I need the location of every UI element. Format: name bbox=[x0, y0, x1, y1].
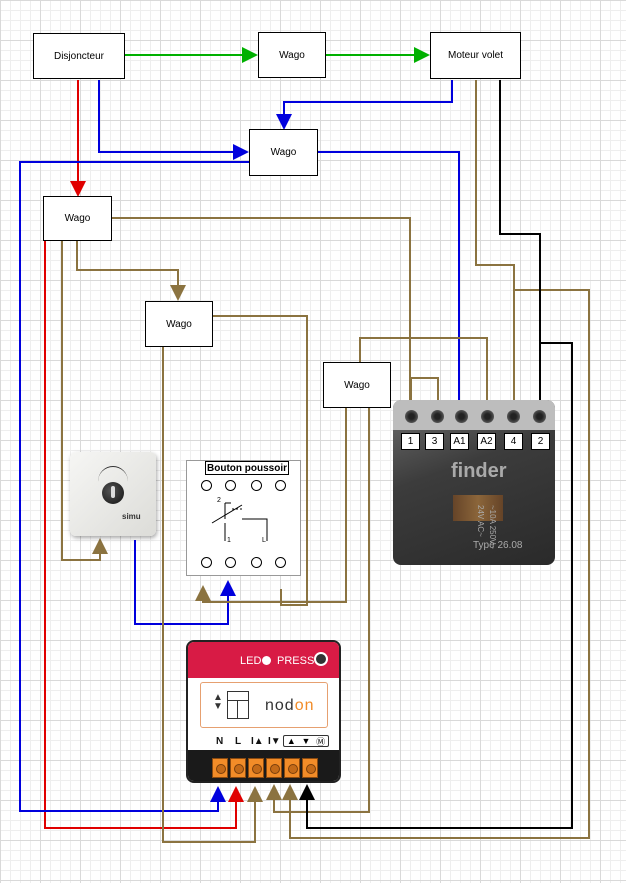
relay-spec-2: 24V AC~ bbox=[476, 505, 485, 537]
up-down-icon: ▲▼ bbox=[213, 692, 223, 712]
finder-relay: finder ~10A 250V~ 24V AC~ Type 26.08 bbox=[393, 400, 555, 565]
shutter-icon bbox=[227, 691, 249, 719]
relay-terminal-1: 1 bbox=[401, 433, 420, 450]
relay-terminal-a2: A2 bbox=[477, 433, 496, 450]
simu-brand: simu bbox=[122, 512, 141, 521]
simu-key-switch: simu bbox=[70, 452, 156, 536]
brown-wires bbox=[61, 80, 590, 843]
terminal-label-l: L bbox=[235, 736, 242, 747]
mark-2: 2 bbox=[217, 497, 221, 504]
relay-screw-icon bbox=[507, 410, 520, 423]
terminal-hole-icon bbox=[225, 480, 236, 491]
key-slot-icon bbox=[111, 486, 115, 498]
relay-terminal-strip bbox=[393, 400, 555, 430]
relay-type: Type 26.08 bbox=[473, 540, 523, 551]
relay-screw-icon bbox=[481, 410, 494, 423]
terminal-hole-icon bbox=[201, 557, 212, 568]
screw-terminal-icon bbox=[248, 758, 264, 778]
mark-l: L bbox=[262, 537, 266, 544]
terminal-hole-icon bbox=[251, 480, 262, 491]
moteur-volet-box[interactable]: Moteur volet bbox=[430, 32, 521, 79]
black-wires bbox=[299, 80, 573, 829]
wago-top-box[interactable]: Wago bbox=[258, 32, 326, 78]
screw-terminal-icon bbox=[284, 758, 300, 778]
motor-icon: Ⓜ bbox=[316, 736, 326, 747]
terminal-hole-icon bbox=[251, 557, 262, 568]
led-indicator-icon bbox=[262, 656, 271, 665]
blue-wires bbox=[19, 80, 460, 812]
wago-mid-box[interactable]: Wago bbox=[249, 129, 318, 176]
mark-1: 1 bbox=[227, 537, 231, 544]
wago-left-box[interactable]: Wago bbox=[43, 196, 112, 241]
bouton-poussoir: Bouton poussoir 2 1 L bbox=[186, 460, 301, 576]
disjoncteur-box[interactable]: Disjoncteur bbox=[33, 33, 125, 79]
press-button[interactable] bbox=[314, 652, 328, 666]
nodon-module: LED PRESS ▲▼ nodon N L I▲ I▼ ▲ ▼ Ⓜ bbox=[186, 640, 341, 783]
screw-terminal-icon bbox=[230, 758, 246, 778]
screw-terminal-icon bbox=[302, 758, 318, 778]
motor-down-icon: ▼ bbox=[301, 736, 311, 746]
press-label: PRESS bbox=[277, 655, 315, 667]
nodon-logo: nodon bbox=[265, 697, 315, 714]
relay-terminal-4: 4 bbox=[504, 433, 523, 450]
screw-terminal-icon bbox=[266, 758, 282, 778]
terminal-label-i-up: I▲ bbox=[251, 736, 264, 747]
rotation-arrow-icon bbox=[98, 466, 128, 497]
motor-up-icon: ▲ bbox=[286, 736, 296, 746]
terminal-label-n: N bbox=[216, 736, 224, 747]
relay-screw-icon bbox=[431, 410, 444, 423]
pushbutton-schematic-icon bbox=[211, 502, 268, 541]
relay-terminal-a1: A1 bbox=[450, 433, 469, 450]
wago-center-box[interactable]: Wago bbox=[145, 301, 213, 347]
wago-right-box[interactable]: Wago bbox=[323, 362, 391, 408]
relay-screw-icon bbox=[533, 410, 546, 423]
red-wires bbox=[44, 80, 244, 829]
relay-screw-icon bbox=[455, 410, 468, 423]
led-label: LED bbox=[240, 655, 262, 667]
terminal-hole-icon bbox=[275, 557, 286, 568]
terminal-hole-icon bbox=[275, 480, 286, 491]
screw-terminal-icon bbox=[212, 758, 228, 778]
motor-terminal-box: ▲ ▼ Ⓜ bbox=[283, 735, 329, 747]
nodon-panel: ▲▼ nodon bbox=[200, 682, 328, 728]
terminal-hole-icon bbox=[201, 480, 212, 491]
relay-screw-icon bbox=[405, 410, 418, 423]
relay-brand: finder bbox=[451, 460, 507, 482]
terminal-hole-icon bbox=[225, 557, 236, 568]
relay-terminal-3: 3 bbox=[425, 433, 444, 450]
relay-window bbox=[453, 495, 503, 521]
relay-terminal-2: 2 bbox=[531, 433, 550, 450]
terminal-label-i-down: I▼ bbox=[268, 736, 281, 747]
bouton-poussoir-title: Bouton poussoir bbox=[205, 461, 289, 475]
